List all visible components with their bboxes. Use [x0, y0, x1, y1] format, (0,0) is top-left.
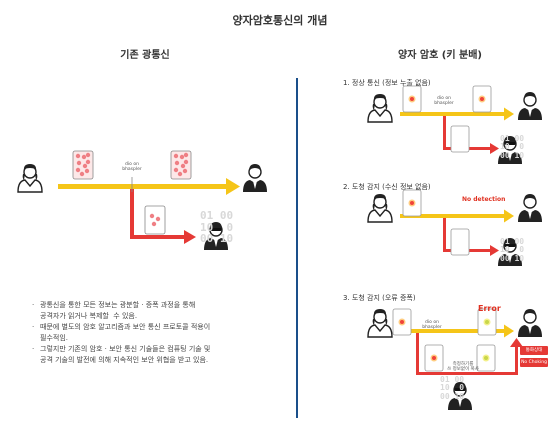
step1-red-arrowhead — [490, 143, 499, 154]
step2-yellow-arrowhead — [504, 209, 514, 223]
left-header: 기존 광통신 — [120, 50, 170, 61]
sender-person-icon — [17, 163, 43, 193]
step3-receiver-icon — [517, 308, 543, 338]
step2-no-detection-label: No detection — [462, 196, 506, 203]
step3-red-beam-h — [416, 372, 518, 375]
step3-sender-icon — [367, 308, 393, 338]
step2-receiver-icon — [517, 193, 543, 223]
left-beamsplitter-label: dio on bhaspler — [122, 162, 142, 172]
step3-measure-label: 측정하기를 쓰 정보없이 복사 — [447, 362, 479, 372]
step2-red-arrowhead — [490, 245, 499, 256]
left-diagram — [17, 150, 268, 251]
left-bits: 01 00 10 0 00 10 — [200, 209, 234, 246]
step3-error-label: Error — [478, 304, 501, 313]
step1-yellow-arrowhead — [504, 107, 514, 121]
step2-yellow-beam — [400, 214, 504, 218]
step3-red-beam-v1 — [416, 333, 419, 375]
step1-photon-box-intercepted — [450, 125, 470, 153]
step3-red-beam-v2 — [515, 345, 518, 375]
step1-photon-box-received — [472, 85, 492, 113]
step3-label: 3. 도청 감지 (오류 증폭) — [343, 294, 416, 302]
step3-photon-box-intercepted-1 — [424, 344, 444, 372]
step1-label: 1. 정상 통신 (정보 누출 없음) — [343, 79, 431, 87]
step2-sender-icon — [367, 193, 393, 223]
center-divider — [296, 78, 298, 418]
right-header: 양자 암호 (키 분배) — [398, 50, 482, 61]
step2-diagram — [367, 189, 543, 267]
step2-photon-box-source — [402, 189, 422, 217]
step3-no-choking-badge: No Choking — [520, 358, 548, 367]
yellow-beam — [58, 184, 226, 189]
step1-diagram — [367, 85, 543, 165]
step1-red-beam-v — [443, 116, 446, 150]
step2-label: 2. 도청 감지 (수신 정보 없음) — [343, 183, 431, 191]
step1-sender-icon — [367, 93, 393, 123]
red-beam-horizontal — [130, 235, 184, 239]
step3-yellow-arrowhead — [504, 324, 514, 338]
step2-bits: 01 00 10 0 00 10 — [500, 237, 525, 263]
step3-yellow-beam — [400, 329, 504, 333]
step1-receiver-icon — [517, 91, 543, 121]
step3-red-arrowhead — [510, 338, 523, 347]
step3-beamsplitter-label: dio on bhaspler — [422, 320, 442, 330]
red-arrowhead — [184, 230, 196, 244]
step1-bits: 01 00 10 0 00 10 — [500, 134, 525, 160]
yellow-arrowhead — [226, 178, 240, 195]
photon-box-received — [170, 150, 192, 180]
bullet-item-2: 때문에 별도의 암호 알고리즘과 보안 통신 프로토콜 적용이 필수적임. — [32, 322, 262, 344]
bullet-item-3: 그렇지만 기존의 암호 · 보안 통신 기술들은 컴퓨팅 기술 및 공격 기술의… — [32, 344, 262, 366]
page-title: 양자암호통신의 개념 — [232, 14, 328, 27]
step1-photon-box-source — [402, 85, 422, 113]
photon-box-intercepted — [144, 205, 166, 235]
step3-photon-box-source — [392, 308, 412, 336]
photon-box-source — [72, 150, 94, 180]
step3-status-badge: 통화상태 — [520, 346, 548, 355]
step2-red-beam-v — [443, 218, 446, 252]
step3-diagram — [367, 308, 543, 411]
step1-yellow-beam — [400, 112, 504, 116]
red-beam-vertical — [130, 189, 134, 237]
step1-beamsplitter-label: dio on bhaspler — [434, 96, 454, 106]
step3-bits: 01 00 10 0 00 10 — [440, 375, 465, 401]
bullet-item-1: 광통신을 통한 모든 정보는 광분할 · 증폭 과정을 통해 공격자가 읽거나 … — [32, 300, 262, 322]
left-bullet-list: 광통신을 통한 모든 정보는 광분할 · 증폭 과정을 통해 공격자가 읽거나 … — [32, 300, 262, 366]
receiver-person-icon — [242, 163, 268, 193]
step2-photon-box-intercepted — [450, 228, 470, 256]
